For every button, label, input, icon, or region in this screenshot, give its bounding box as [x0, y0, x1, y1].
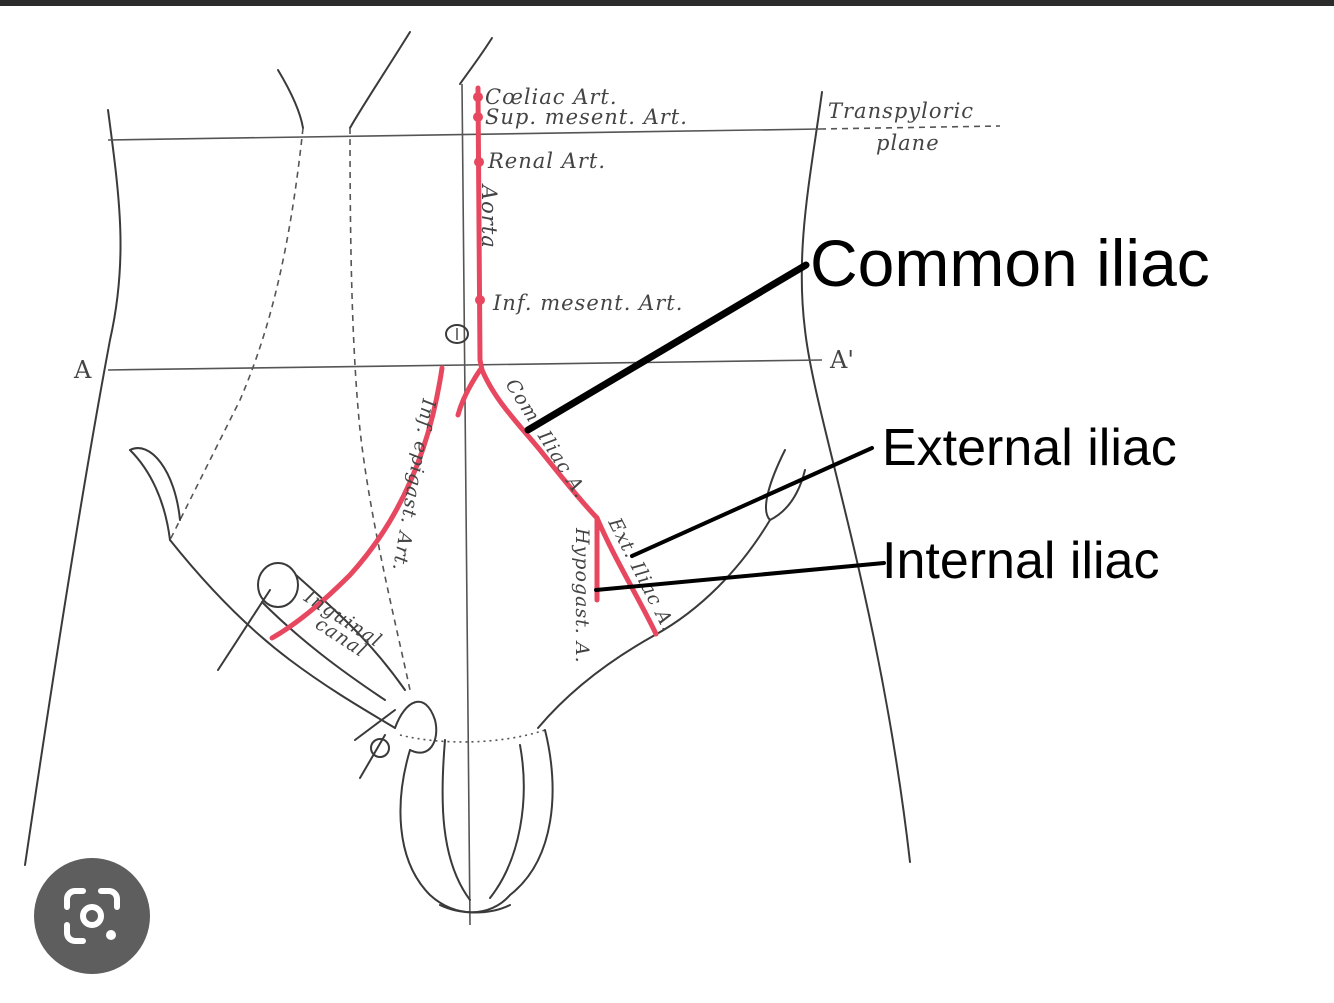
label-transpyloric: Transpyloric	[828, 99, 974, 123]
top-status-bar	[0, 0, 1334, 6]
annotation-common-iliac: Common iliac	[810, 226, 1210, 300]
label-plane: plane	[876, 131, 940, 155]
label-inf-epigast: Inf. epigast. Art.	[388, 396, 440, 573]
leader-common-iliac	[524, 261, 810, 434]
label-inf-mesent: Inf. mesent. Art.	[492, 291, 683, 315]
dashed-line-left	[169, 127, 304, 541]
groin-outline	[129, 447, 806, 914]
dashed-line-right	[349, 127, 411, 691]
annotation-internal-iliac: Internal iliac	[882, 532, 1159, 590]
umbilicus	[445, 324, 469, 344]
label-point-a: A	[73, 356, 92, 384]
aorta-artery	[475, 85, 485, 373]
transpyloric-line	[107, 128, 821, 141]
label-hypogast: Hypogast. A.	[571, 527, 593, 664]
google-lens-button[interactable]	[34, 858, 150, 974]
google-lens-icon	[64, 888, 120, 944]
external-iliac-artery	[594, 515, 659, 637]
transpyloric-dashed	[819, 125, 1001, 130]
annotation-external-iliac: External iliac	[882, 419, 1177, 477]
common-iliac-artery	[479, 367, 600, 521]
label-ext-iliac: Ext. Iliac A.	[603, 513, 680, 635]
label-com-iliac: Com. Iliac A.	[501, 375, 592, 502]
left-common-stub	[455, 367, 483, 418]
leader-internal-iliac	[594, 561, 886, 592]
inguinal-canal	[217, 562, 406, 779]
label-sup-mesent: Sup. mesent. Art.	[485, 105, 688, 129]
body-outline	[24, 31, 911, 866]
arteries	[269, 85, 659, 641]
leader-external-iliac	[630, 446, 874, 558]
label-coeliac: Cœliac Art.	[485, 85, 618, 109]
midline	[461, 83, 471, 926]
inf-epigastric-artery	[269, 365, 445, 641]
label-point-a-prime: A'	[829, 346, 854, 374]
label-renal: Renal Art.	[487, 149, 606, 173]
label-aorta: Aorta	[477, 183, 501, 249]
